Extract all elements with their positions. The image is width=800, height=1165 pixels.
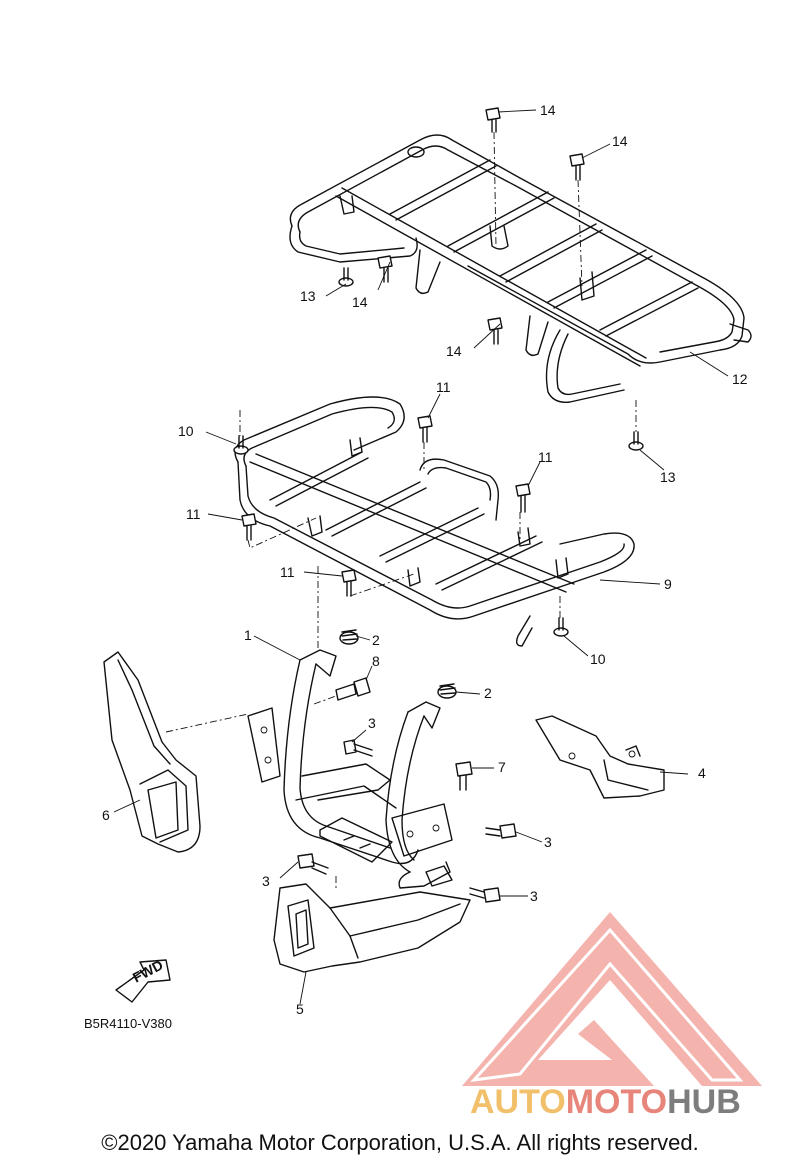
bolt-14-center [487, 317, 503, 345]
watermark-moto: MOTO [565, 1083, 668, 1121]
bolt-11-left [241, 513, 257, 541]
bolt-3-d [297, 853, 329, 875]
bolt-11-top [417, 415, 433, 443]
carrier-stay-1 [247, 649, 453, 889]
watermark-text: AUTOMOTOHUB [470, 1083, 741, 1122]
callout-3: 3 [368, 715, 376, 731]
callout-3: 3 [544, 834, 552, 850]
bolt-6 [455, 761, 473, 791]
callout-14: 14 [612, 133, 628, 149]
bolt-14-top [485, 107, 501, 133]
washer-13-left [338, 267, 354, 287]
cover-5 [273, 883, 471, 973]
callout-3: 3 [530, 888, 538, 904]
callout-14: 14 [540, 102, 556, 118]
grommet-2-right [437, 683, 457, 699]
callout-14: 14 [352, 294, 368, 310]
callout-13: 13 [660, 469, 676, 485]
washer-10-right [553, 617, 569, 637]
callout-14: 14 [446, 343, 462, 359]
callout-7: 6 [102, 807, 110, 823]
callout-2: 2 [372, 632, 380, 648]
washer-13-right [628, 431, 644, 451]
callout-10: 10 [590, 651, 606, 667]
copyright-notice: ©2020 Yamaha Motor Corporation, U.S.A. A… [101, 1130, 699, 1155]
fwd-arrow-icon [115, 959, 171, 1003]
grommet-2-left [339, 629, 359, 645]
watermark-auto: AUTO [470, 1083, 566, 1121]
bolt-3-c [469, 887, 501, 903]
callout-6: 7 [498, 759, 506, 775]
washer-10-left [233, 435, 249, 455]
cover-7 [103, 651, 201, 853]
callout-12: 12 [732, 371, 748, 387]
callout-4: 4 [698, 765, 706, 781]
watermark-hub: HUB [667, 1083, 741, 1121]
callout-3: 3 [262, 873, 270, 889]
bolt-8 [335, 677, 371, 701]
bolt-11-right [515, 483, 531, 513]
callout-13: 13 [300, 288, 316, 304]
callout-11: 11 [186, 506, 201, 522]
bolt-14-right [569, 153, 585, 181]
callout-2: 2 [484, 685, 492, 701]
watermark-logo-icon [462, 912, 762, 1086]
callout-5: 5 [296, 1001, 304, 1017]
callout-11: 11 [538, 449, 553, 465]
bracket-4 [535, 715, 665, 799]
callout-11: 11 [280, 564, 295, 580]
bolt-3-b [485, 823, 517, 839]
callout-9: 9 [664, 576, 672, 592]
bolt-14-left [377, 255, 393, 283]
diagram-code: B5R4110-V380 [84, 1016, 172, 1031]
callout-11: 11 [436, 379, 451, 395]
front-carrier-9 [234, 396, 635, 647]
callout-10: 10 [178, 423, 194, 439]
rear-carrier-12 [289, 134, 752, 403]
callout-8: 8 [372, 653, 380, 669]
bolt-3-a [343, 739, 373, 757]
callout-1: 1 [244, 627, 252, 643]
bolt-11-bottom [341, 569, 357, 597]
